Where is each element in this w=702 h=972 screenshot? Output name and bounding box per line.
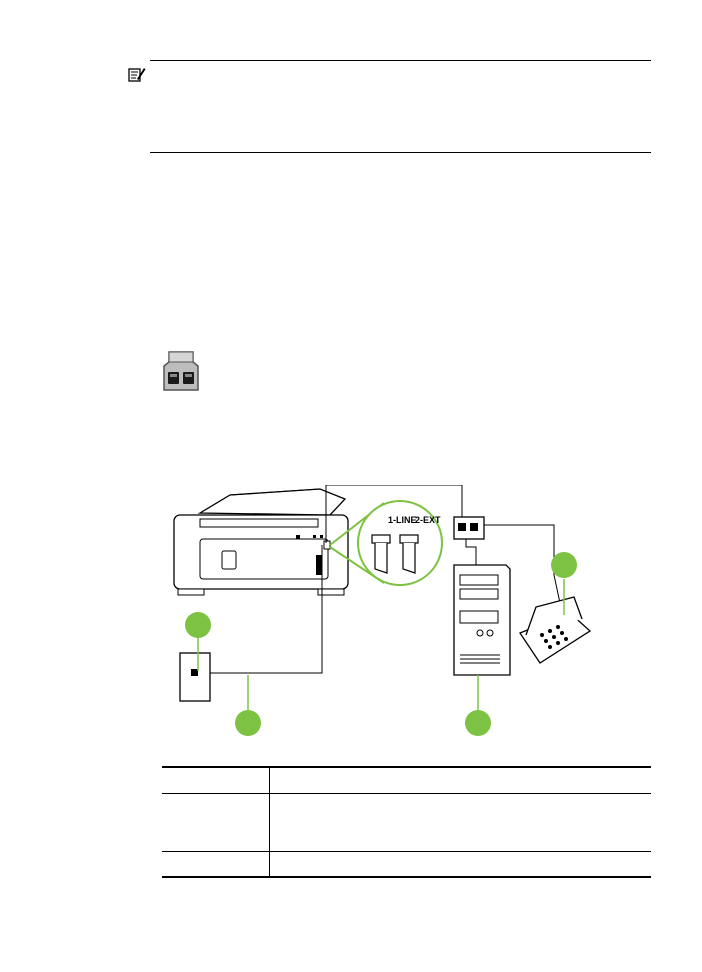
callout-circle-4 — [551, 552, 577, 578]
table-column-divider — [269, 766, 270, 878]
port-1-label: 1-LINE — [388, 515, 417, 525]
printer-illustration — [173, 488, 349, 596]
computer-illustration — [453, 564, 511, 676]
callout-circle-2 — [235, 710, 261, 736]
table-bottom-rule — [162, 876, 651, 878]
parallel-splitter — [453, 516, 485, 540]
note-top-rule — [150, 60, 651, 61]
table-header-rule — [162, 793, 651, 794]
telephone-illustration — [519, 596, 592, 664]
table-row-rule — [162, 851, 651, 852]
connection-diagram: 1-LINE 2-EXT — [173, 485, 592, 736]
parallel-splitter-icon — [163, 351, 199, 391]
wall-jack — [179, 652, 211, 702]
callout-circle-1 — [185, 612, 211, 638]
port-zoom-callout: 1-LINE 2-EXT — [329, 500, 443, 586]
table-top-rule — [162, 766, 651, 768]
port-2-label: 2-EXT — [415, 515, 441, 525]
note-icon — [128, 68, 146, 82]
callout-table — [162, 766, 651, 878]
callout-circle-3 — [465, 710, 491, 736]
note-bottom-rule — [150, 152, 651, 153]
